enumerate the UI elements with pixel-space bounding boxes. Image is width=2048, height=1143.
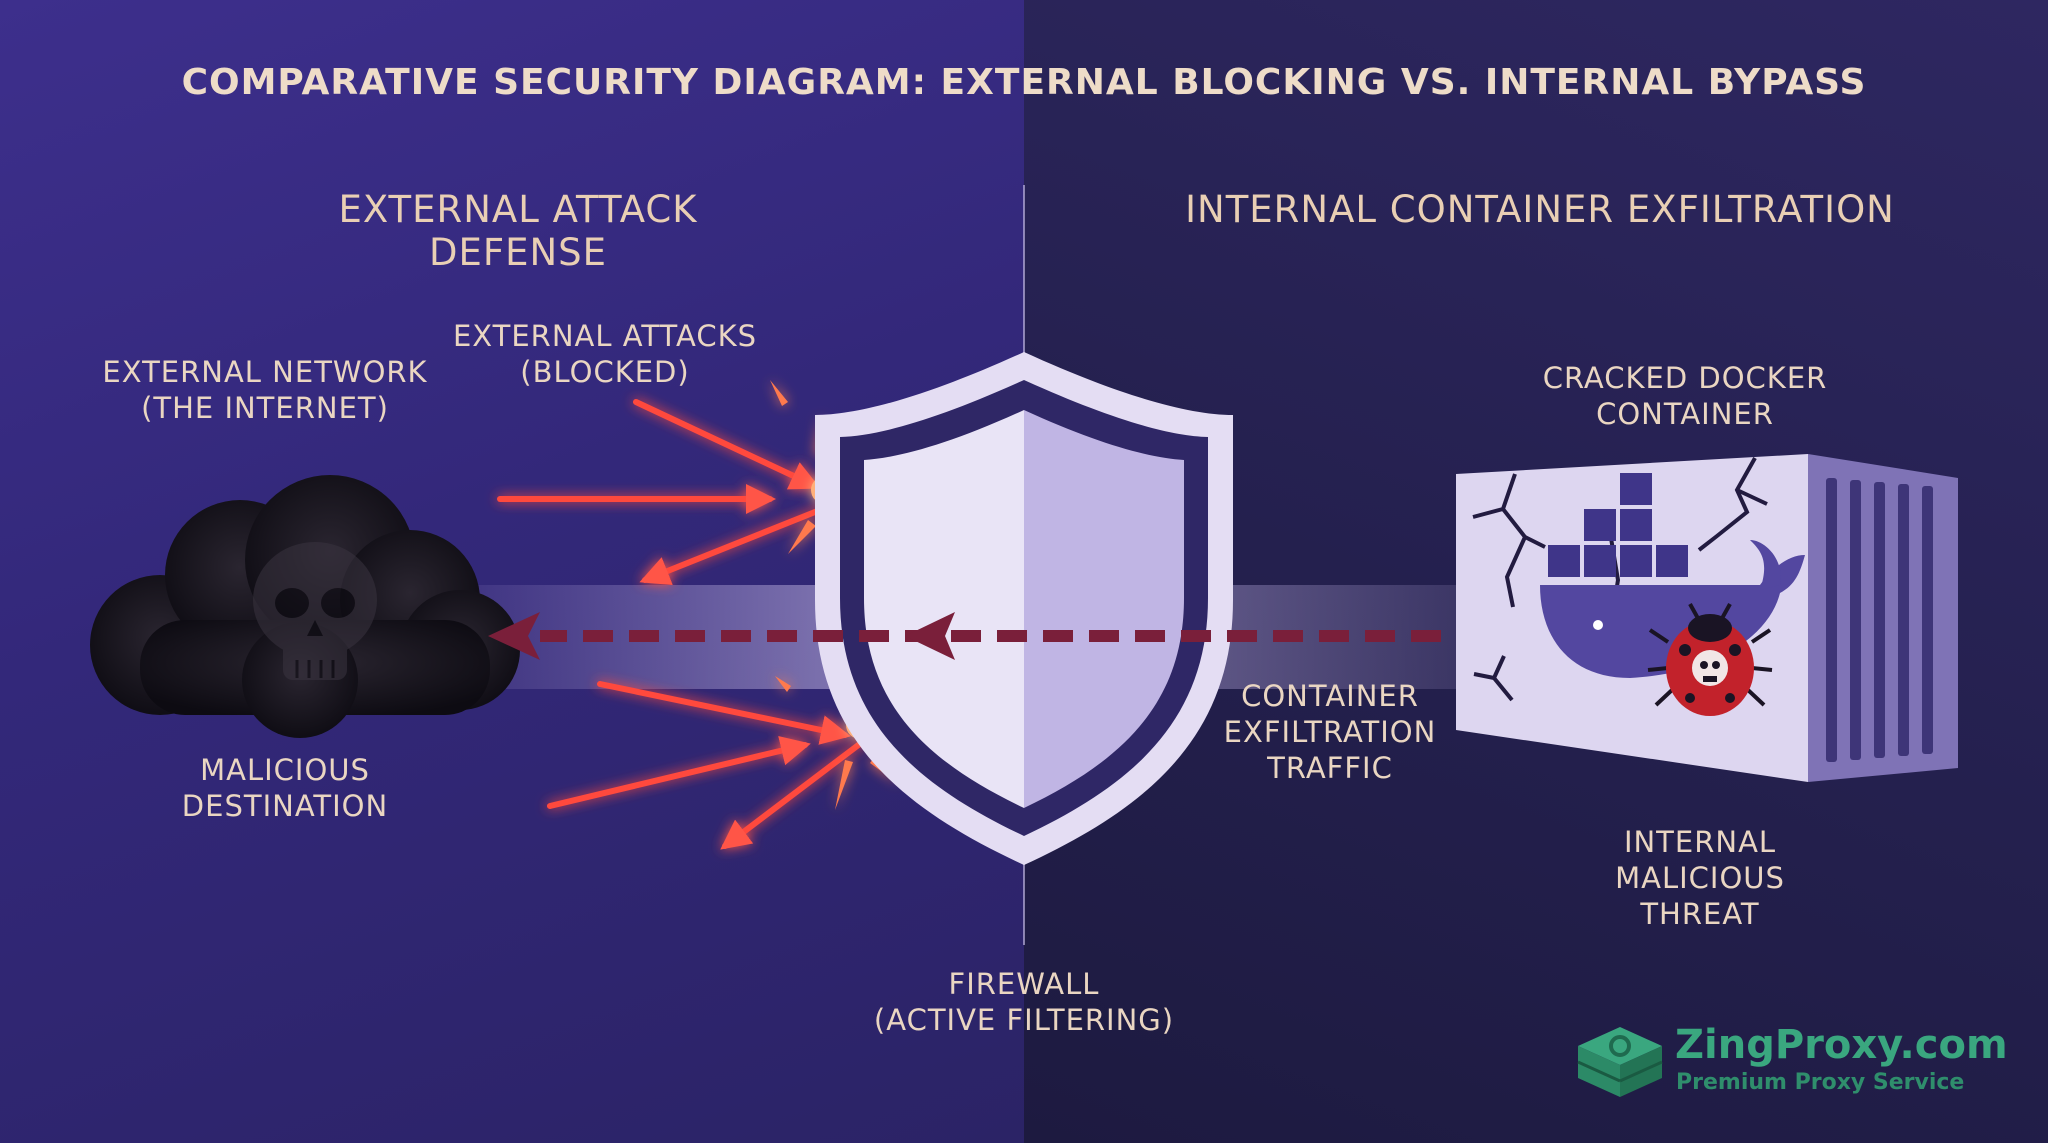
label-external-network: EXTERNAL NETWORK (THE INTERNET) [102,355,428,425]
attack-arrow-5 [547,735,811,809]
attack-arrow-6 [720,737,868,850]
external-attack-arrows [497,399,868,850]
cracked-docker-container-icon [1456,454,1958,782]
firewall-shield-icon [815,352,1233,865]
attack-arrow-1 [633,399,821,490]
label-malicious-destination: MALICIOUS DESTINATION [181,753,389,823]
docker-whale-icon [1540,473,1805,678]
section-title-external-defense: EXTERNAL ATTACK DEFENSE [338,188,698,274]
watermark-name: ZingProxy.com [1675,1022,2008,1068]
attack-arrow-4 [597,681,851,745]
malicious-cloud-icon [90,475,520,738]
section-title-internal-exfiltration: INTERNAL CONTAINER EXFILTRATION [1185,188,1895,231]
skull-icon [253,542,377,680]
label-internal-malicious-threat: INTERNAL MALICIOUS THREAT [1615,825,1785,931]
label-firewall: FIREWALL (ACTIVE FILTERING) [873,967,1175,1037]
exfiltration-path-arrow [488,612,1625,660]
attack-arrow-3 [639,505,828,586]
page-title: COMPARATIVE SECURITY DIAGRAM: EXTERNAL B… [181,62,1867,103]
label-cracked-docker-container: CRACKED DOCKER CONTAINER [1542,361,1828,431]
zingproxy-logo-icon [1577,1027,1663,1097]
watermark-tagline: Premium Proxy Service [1676,1070,1965,1095]
zingproxy-watermark: ZingProxy.com Premium Proxy Service [1570,1022,2010,1102]
label-external-attacks: EXTERNAL ATTACKS (BLOCKED) [452,319,758,389]
ladybug-malware-icon [1647,603,1773,716]
label-container-exfiltration-traffic: CONTAINER EXFILTRATION TRAFFIC [1223,679,1437,785]
